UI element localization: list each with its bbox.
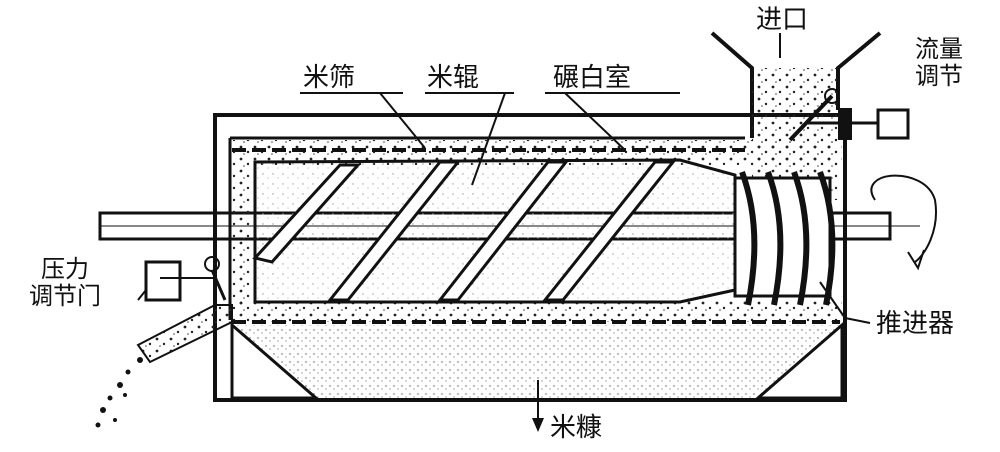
label-inlet: 进口: [756, 6, 808, 34]
rice-roller: [255, 160, 735, 302]
label-rice-roller: 米辊: [427, 64, 479, 92]
label-flow-adjust-line1: 流量: [904, 36, 974, 63]
label-bran: 米糠: [550, 414, 602, 442]
pressure-gate: [138, 257, 232, 362]
label-rice-sieve: 米筛: [303, 64, 355, 92]
label-propeller: 推进器: [876, 310, 954, 338]
outlet-falling-grain: [96, 357, 144, 428]
propeller: [735, 172, 832, 305]
label-pressure-gate-line1: 压力: [10, 256, 120, 283]
label-pressure-gate: 压力 调节门: [10, 256, 120, 310]
label-milling-chamber: 碾白室: [553, 64, 631, 92]
label-flow-adjust-line2: 调节: [904, 63, 974, 90]
label-pressure-gate-line2: 调节门: [10, 283, 120, 310]
label-flow-adjust: 流量 调节: [904, 36, 974, 90]
